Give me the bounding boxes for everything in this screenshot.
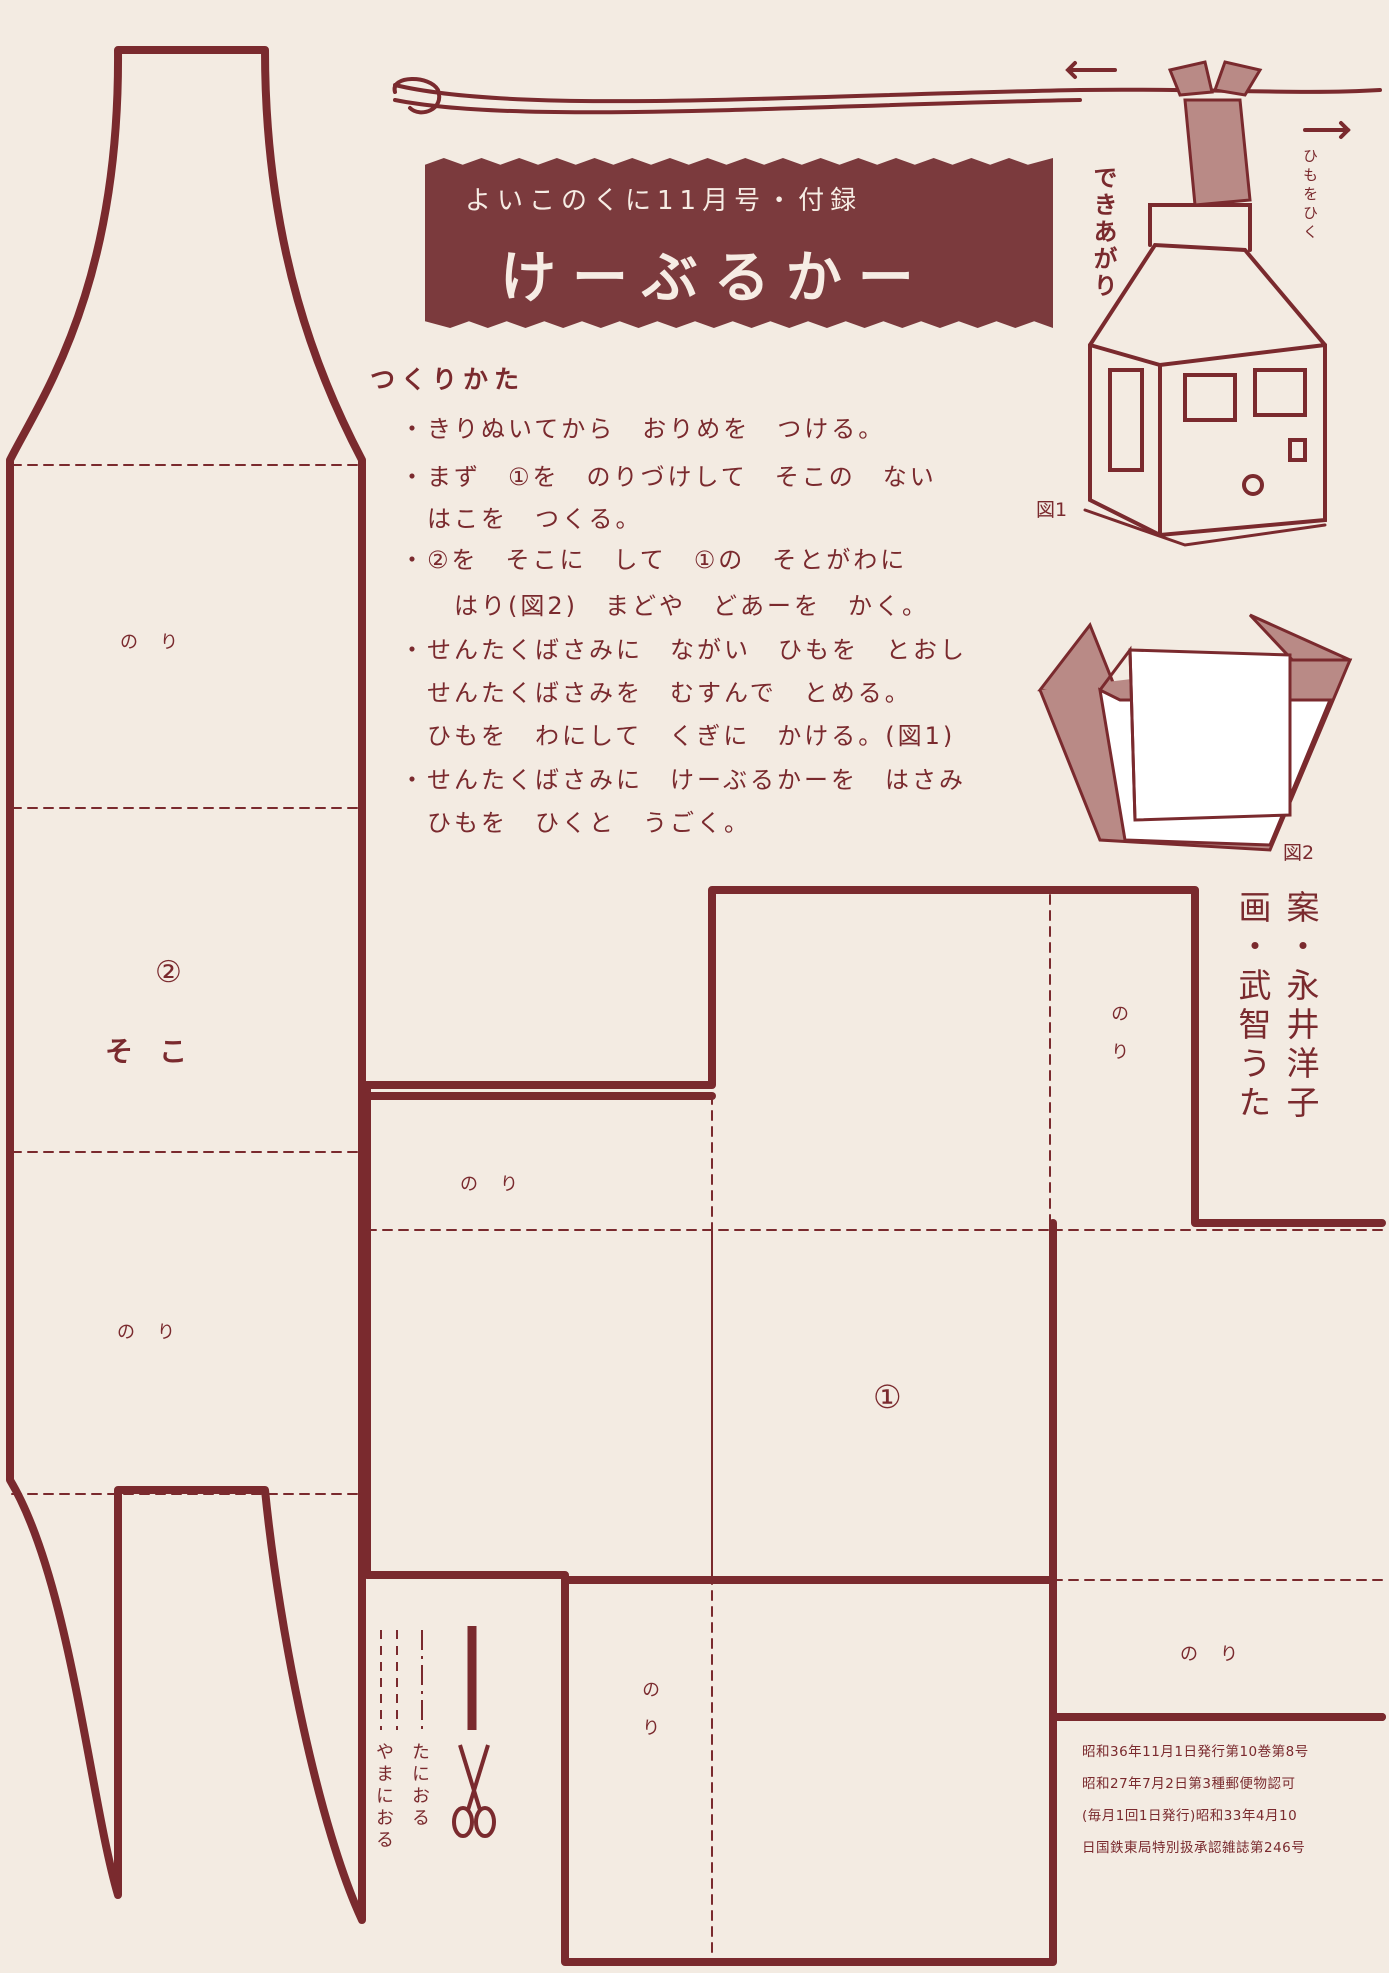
publication-info-line: 昭和27年7月2日第3種郵便物認可 [1082,1776,1296,1792]
figure2-drawing [1037,613,1353,852]
pull-string-label: ひもをひく [1301,148,1319,243]
instruction-line: ひもを わにして くぎに かける。(図1) [400,722,956,750]
finished-label: できあがり [1089,165,1117,300]
part2-folds [11,464,361,1495]
glue-label: のり [639,1680,660,1756]
mountain-fold-label: やまにおる [373,1742,394,1852]
publication-info-line: 昭和36年11月1日発行第10巻第8号 [1082,1744,1309,1760]
part1-number: ① [873,1378,902,1416]
figure1-drawing [392,61,1382,547]
instruction-line: ・せんたくばさみに ながい ひもを とおし [400,636,967,664]
instruction-line: ・まず ①を のりづけして そこの ない [400,463,937,491]
fold-legend [380,1626,477,1730]
part1-folds [366,894,1383,1961]
part1-outline [363,886,1386,1966]
figure1-caption: 図1 [1036,499,1068,521]
title-banner: よいこのくに11月号・付録 けーぶるかー [425,158,1053,328]
valley-fold-label: たにおる [409,1742,430,1830]
publication-info-line: 日国鉄東局特別扱承認雑誌第246号 [1082,1840,1306,1856]
instructions-heading: つくりかた [370,365,526,394]
part2-number: ② [155,955,182,990]
scissors-icon [452,1744,496,1838]
banner-subtitle: よいこのくに11月号・付録 [465,186,863,216]
instruction-line: ひもを ひくと うごく。 [400,809,751,837]
instruction-line: ・きりぬいてから おりめを つける。 [400,415,886,443]
publication-info-line: (毎月1回1日発行)昭和33年4月10 [1082,1808,1298,1824]
instruction-line: ・せんたくばさみに けーぶるかーを はさみ [400,766,967,794]
instruction-line: はり(図2) まどや どあーを かく。 [400,592,929,620]
figure2-caption: 図2 [1283,842,1315,864]
bottom-label: そこ [105,1035,214,1068]
glue-label: のり [117,1322,197,1343]
glue-label: のり [1108,1004,1129,1080]
instruction-line: ・②を そこに して ①の そとがわに [400,546,908,574]
instruction-line: はこを つくる。 [400,505,643,533]
glue-label: のり [120,632,200,653]
clothespin-icon [1167,60,1263,207]
credit-drawing: 画・武智うた [1233,890,1272,1124]
glue-label: のり [1180,1644,1260,1665]
credit-plan: 案・永井洋子 [1281,890,1320,1124]
part2-outline [6,46,366,1924]
glue-label: のり [460,1174,540,1195]
banner-title: けーぶるかー [500,246,930,311]
instruction-line: せんたくばさみを むすんで とめる。 [400,679,912,707]
